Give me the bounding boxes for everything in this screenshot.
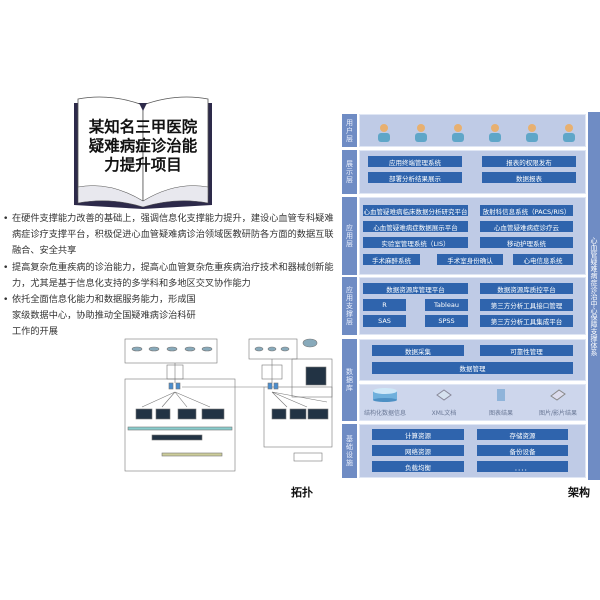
bullet-list: 在硬件支撑能力改善的基础上，强调信息化支撑能力提升，建设心血管专科疑难病症诊疗支… [3,211,337,341]
book-illustration [74,96,212,209]
display-layer: 应用终端管理系统 部署分析结果展示 报表的权限发布 数据报表 [359,150,586,194]
app-item: 心血管疑难病临床数据分析研究平台 [363,205,468,216]
project-title: 某知名三甲医院 疑难病症诊治能 力提升项目 [78,118,208,175]
network-topology-diagram [124,338,333,472]
infra-item: ．．．． [477,461,568,472]
bullet-item: 提高复杂危重疾病的诊治能力，提高心血管复杂危重疾病治疗技术和器械创新能力，尤其是… [3,260,337,292]
infra-item: 网络资源 [372,445,464,456]
layer-label-infra: 基础设施 [342,424,357,478]
app-item: 移动护理系统 [480,237,573,248]
document-icon [436,389,452,401]
display-item: 数据报表 [482,172,576,183]
title-line: 力提升项目 [104,156,182,174]
bullet-item: 依托全面信息化能力和数据服务能力，形成国家级数据中心，协助推动全国疑难病诊治科研… [3,292,203,341]
layer-label-user: 用户层 [342,114,357,147]
title-line: 疑难病症诊治能 [88,137,198,155]
database-icon [373,388,397,402]
architecture-diagram: 用户层 展示层 应用终端管理系统 部署分析结果展示 报表的权限发布 数据报表 应… [342,112,600,480]
support-system-bar: 心血管疑难病症诊治中心保障支撑体系 [588,112,600,480]
infra-layer: 计算资源 存储资源 网络资源 备份设备 负载均衡 ．．．． [359,424,586,478]
infra-item: 备份设备 [477,445,568,456]
support-item: R [363,299,406,311]
support-item: 数据资源库管理平台 [363,283,468,294]
infra-item: 计算资源 [372,429,464,440]
title-line: 某知名三甲医院 [88,118,198,136]
topology-caption: 拓扑 [291,486,313,499]
data-item: 可靠性管理 [480,345,573,356]
app-item: 手术室身份确认 [437,254,503,265]
db-type-label: 图片/影片结果 [538,410,578,417]
db-type-label: XML文档 [431,410,457,417]
app-item: 手术麻醉系统 [363,254,420,265]
layer-label-app: 应用层 [342,197,357,275]
app-item: 实验室管理系统（LIS） [363,237,468,248]
app-item: 放射科信息系统（PACS/RIS） [480,205,573,216]
user-icon [415,124,427,142]
support-item: SAS [363,315,406,327]
support-item: Tableau [425,299,468,311]
support-item: 第三方分析工具集成平台 [480,315,573,327]
architecture-caption: 架构 [568,486,590,499]
user-icon [452,124,464,142]
support-item: 第三方分析工具接口管理 [480,299,573,311]
data-item: 数据采集 [372,345,464,356]
db-type-label: 图表结果 [488,410,513,417]
display-item: 应用终端管理系统 [368,156,462,167]
bullet-item: 在硬件支撑能力改善的基础上，强调信息化支撑能力提升，建设心血管专科疑难病症诊疗支… [3,211,337,260]
db-type-label: 结构化数据信息 [363,410,406,417]
data-management-area: 数据采集 可靠性管理 数据管理 [359,339,586,381]
app-item: 心血管疑难病症诊疗云 [480,221,573,232]
app-item: 心电信息系统 [513,254,573,265]
layer-label-db: 数据库 [342,339,357,421]
display-item: 报表的权限发布 [482,156,576,167]
user-icon [563,124,575,142]
user-layer [359,114,586,147]
image-icon [550,389,566,401]
display-item: 部署分析结果展示 [368,172,462,183]
support-layer: 数据资源库管理平台 数据资源库质控平台 R Tableau SAS SPSS 第… [359,277,586,335]
support-item: SPSS [425,315,468,327]
support-item: 数据资源库质控平台 [480,283,573,294]
user-icon [378,124,390,142]
user-icon [489,124,501,142]
infra-item: 负载均衡 [372,461,464,472]
app-layer: 心血管疑难病临床数据分析研究平台 放射科信息系统（PACS/RIS） 心血管疑难… [359,197,586,275]
layer-label-support: 应用支撑层 [342,277,357,335]
infra-item: 存储资源 [477,429,568,440]
chart-icon [497,389,505,401]
app-item: 心血管疑难病症数据展示平台 [363,221,468,232]
data-item: 数据管理 [372,362,573,374]
user-icon [526,124,538,142]
layer-label-display: 展示层 [342,150,357,194]
db-types-area: 结构化数据信息 XML文档 图表结果 图片/影片结果 [359,384,586,421]
